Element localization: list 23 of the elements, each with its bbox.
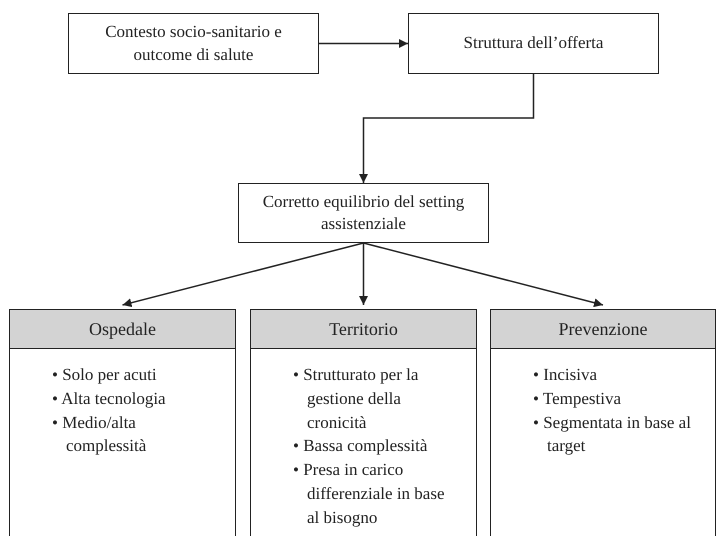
- column-box: [250, 309, 477, 536]
- arrow: [359, 74, 534, 183]
- bullet-item: • Alta tecnologia: [52, 388, 167, 410]
- column-header: Ospedale: [10, 310, 235, 349]
- bullet-item: • Medio/alta complessità: [52, 412, 148, 458]
- bullet-item: • Tempestiva: [533, 388, 622, 410]
- arrow: [363, 242, 604, 308]
- column-box: [490, 309, 716, 536]
- bullet-item: • Bassa complessità: [293, 435, 428, 458]
- column-box: [9, 309, 236, 536]
- arrow: [319, 39, 408, 48]
- bullet-item: • Segmentata in base al target: [533, 412, 692, 458]
- column-header: Prevenzione: [491, 310, 715, 349]
- process-box: Struttura dell’offerta: [408, 13, 659, 74]
- process-box: Corretto equilibrio del setting assistenziale: [238, 183, 489, 243]
- bullet-item: • Solo per acuti: [52, 364, 158, 386]
- bullet-item: • Presa in carico differenziale in base al bisogno: [293, 459, 446, 529]
- arrow: [359, 243, 368, 305]
- column-header: Territorio: [251, 310, 476, 349]
- arrow: [122, 242, 364, 308]
- bullet-item: • Incisiva: [533, 364, 598, 386]
- bullet-item: • Strutturato per la gestione della cronicità: [293, 364, 420, 434]
- process-box: Contesto socio-sanitario e outcome di salute: [68, 13, 319, 74]
